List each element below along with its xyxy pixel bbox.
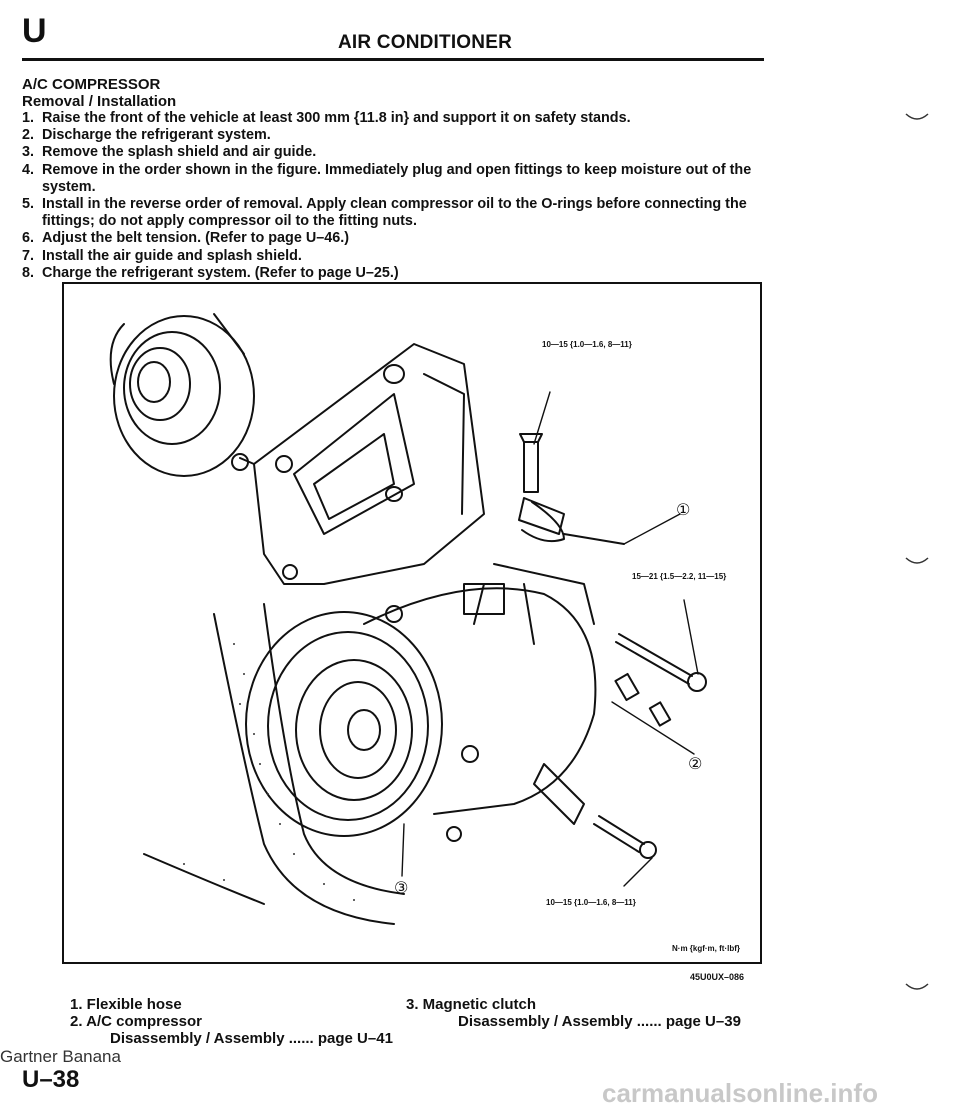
legend-item-compressor-ref: Disassembly / Assembly ...... page U–41 [110, 1030, 393, 1047]
footer-watermark: Gartner Banana [0, 1047, 121, 1066]
legend-item-flexible-hose: 1. Flexible hose [70, 996, 182, 1013]
step-item: 6.Adjust the belt tension. (Refer to pag… [22, 230, 350, 247]
compressor-body-drawing [245, 563, 597, 842]
callout-3: ③ [394, 880, 409, 897]
header-divider [22, 58, 764, 61]
section-subtitle: Removal / Installation [22, 93, 177, 110]
section-letter: U [22, 12, 47, 50]
compressor-illustration [109, 313, 707, 925]
step-item: 2.Discharge the refrigerant system. [22, 127, 271, 144]
section-title: A/C COMPRESSOR [22, 76, 161, 93]
torque-units: N·m {kgf·m, ft·lbf} [672, 944, 740, 953]
step-item: 1.Raise the front of the vehicle at leas… [22, 110, 631, 126]
mounting-bracket-drawing [231, 343, 485, 585]
step-item: 5.Install in the reverse order of remova… [22, 196, 747, 230]
page-number: U–38 [22, 1066, 80, 1093]
procedure-steps: 1.Raise the front of the vehicle at leas… [22, 110, 770, 282]
site-watermark: carmanualsonline.info [602, 1078, 878, 1108]
figure-code: 45U0UX–086 [690, 972, 745, 982]
step-item: 8.Charge the refrigerant system. (Refer … [22, 264, 399, 281]
step-item: 7.Install the air guide and splash shiel… [22, 247, 302, 264]
drive-belt-drawing [143, 603, 405, 925]
legend-item-magnetic-clutch: 3. Magnetic clutch [406, 996, 537, 1013]
flexible-hose-drawing [518, 433, 625, 545]
page-curl-mark [905, 113, 929, 120]
figure-frame: 10—15 {1.0—1.6, 8—11} 15—21 {1.5—2.2, 11… [62, 282, 762, 964]
crankshaft-pulley-drawing [109, 313, 255, 477]
callout-2: ② [688, 756, 703, 773]
lower-bolt-drawing [593, 815, 657, 859]
legend-item-compressor: 2. A/C compressor [70, 1013, 202, 1030]
torque-label-middle: 15—21 {1.5—2.2, 11—15} [632, 572, 727, 581]
legend-item-clutch-ref: Disassembly / Assembly ...... page U–39 [458, 1013, 741, 1030]
page-curl-mark [905, 557, 929, 564]
step-item: 4.Remove in the order shown in the figur… [22, 161, 752, 195]
torque-label-top: 10—15 {1.0—1.6, 8—11} [542, 340, 632, 349]
callout-1: ① [676, 502, 691, 519]
page-curl-mark [905, 983, 929, 990]
through-bolt-drawing [615, 633, 707, 692]
step-item: 3.Remove the splash shield and air guide… [22, 144, 317, 161]
page-title: AIR CONDITIONER [338, 32, 512, 53]
belt-texture-drawing [183, 643, 355, 901]
torque-label-bottom: 10—15 {1.0—1.6, 8—11} [546, 898, 636, 907]
